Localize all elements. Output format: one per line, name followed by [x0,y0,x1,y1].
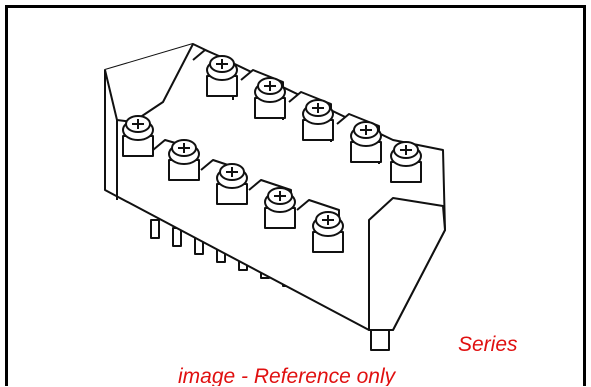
screw-front-5 [312,211,344,253]
terminal-block-icon [104,43,446,351]
screw-front-3 [216,163,248,205]
screw-back-1 [206,55,238,97]
image-frame: Series image - Reference only [5,5,586,386]
screw-back-3 [302,99,334,141]
screw-front-2 [168,139,200,181]
caption-series: Series [458,333,518,356]
caption-reference: image - Reference only [178,365,396,386]
screw-front-4 [264,187,296,229]
screw-front-1 [122,115,154,157]
screw-back-5 [390,141,422,183]
screw-back-2 [254,77,286,119]
screw-back-4 [350,121,382,163]
